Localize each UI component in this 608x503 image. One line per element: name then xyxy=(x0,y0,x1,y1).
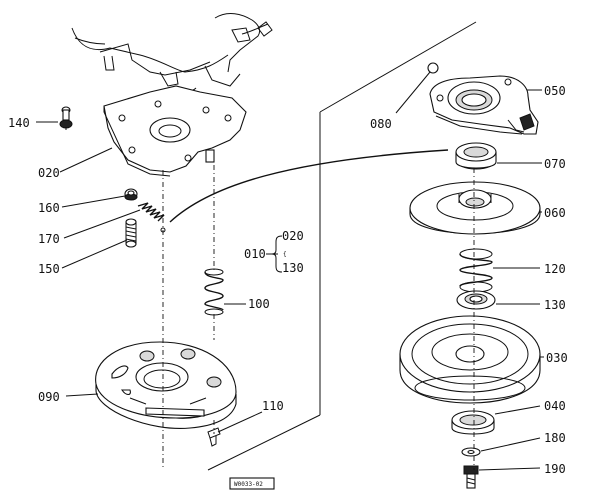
reference-plane xyxy=(207,21,477,471)
callout-070: 070 xyxy=(544,157,566,171)
base-plate-090 xyxy=(95,341,237,430)
washer-180 xyxy=(461,447,481,457)
callout-labels: 140 020 160 170 150 090 100 110 010 020 … xyxy=(8,84,568,476)
callout-160: 160 xyxy=(38,201,60,215)
nut-160 xyxy=(124,188,138,201)
callout-140: 140 xyxy=(8,116,30,130)
callout-100: 100 xyxy=(248,297,270,311)
callout-130: 130 xyxy=(544,298,566,312)
collar-130 xyxy=(456,290,496,310)
callout-050: 050 xyxy=(544,84,566,98)
callout-060: 060 xyxy=(544,206,566,220)
bolt-190 xyxy=(463,465,479,489)
callout-190: 190 xyxy=(544,462,566,476)
callout-020: 020 xyxy=(38,166,60,180)
plate-020 xyxy=(103,85,247,177)
bearing-070 xyxy=(455,142,497,170)
pulley-030 xyxy=(399,315,541,404)
callout-120: 120 xyxy=(544,262,566,276)
pulley-060 xyxy=(409,181,541,235)
svg-text:{: { xyxy=(283,251,287,258)
callout-sub-130: 130 xyxy=(282,261,304,275)
callout-150: 150 xyxy=(38,262,60,276)
bolt-150 xyxy=(125,218,137,248)
spring-120 xyxy=(459,248,493,293)
drawing-code-box: W0033-02 xyxy=(229,477,275,490)
callout-110: 110 xyxy=(262,399,284,413)
leader-lines: { xyxy=(59,89,544,471)
connecting-wire xyxy=(169,149,449,223)
callout-090: 090 xyxy=(38,390,60,404)
pin-110 xyxy=(207,427,221,447)
callout-sub-020: 020 xyxy=(282,229,304,243)
callout-010: 010 xyxy=(244,247,266,261)
callout-180: 180 xyxy=(544,431,566,445)
callout-170: 170 xyxy=(38,232,60,246)
ball-080 xyxy=(395,62,439,114)
screw-140 xyxy=(36,106,73,130)
motor-housing-sketch xyxy=(71,13,273,92)
spring-170 xyxy=(137,202,166,233)
callout-040: 040 xyxy=(544,399,566,413)
bracket-050 xyxy=(429,75,539,135)
drawing-code: W0033-02 xyxy=(234,481,263,488)
callout-030: 030 xyxy=(546,351,568,365)
spring-100 xyxy=(204,268,224,316)
bearing-040 xyxy=(451,410,495,435)
callout-080: 080 xyxy=(370,117,392,131)
